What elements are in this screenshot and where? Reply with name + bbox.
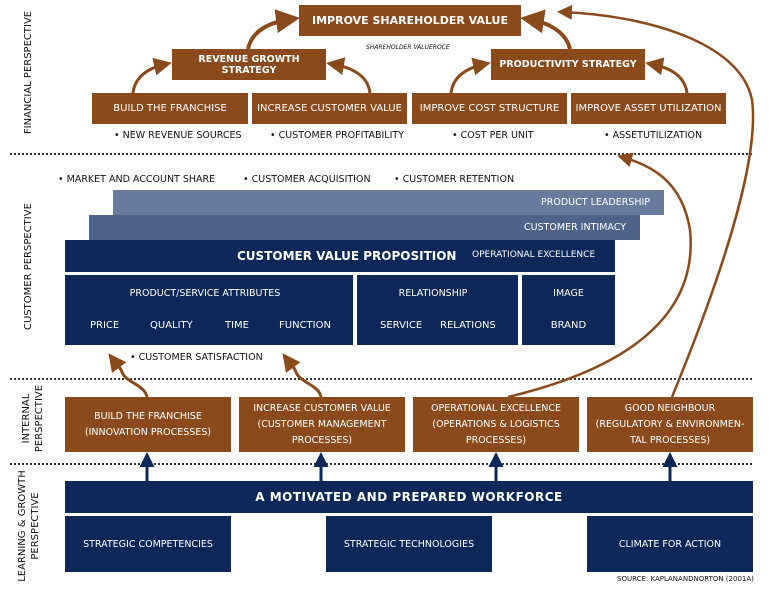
arrow-increase-to-customer: [282, 353, 323, 398]
product-leadership-label: PRODUCT LEADERSHIP: [541, 197, 650, 208]
fin-improve-cost-structure-box: IMPROVE COST STRUCTURE: [412, 93, 567, 124]
product-service-attributes-box: PRODUCT/SERVICE ATTRIBUTES PRICE QUALITY…: [65, 275, 353, 345]
internal-good-neighbour-box: GOOD NEIGHBOUR (REGULATORY & ENVIRONMEN-…: [587, 397, 753, 452]
internal-box-4-line1: GOOD NEIGHBOUR: [624, 402, 716, 414]
attribute-function: FUNCTION: [279, 320, 331, 331]
internal-box-1-line2: (INNOVATION PROCESSES): [84, 426, 212, 438]
shareholder-value-note: SHAREHOLDER VALUEROCE: [366, 44, 450, 51]
bullet-asset-utilization: • ASSETUTILIZATION: [604, 130, 703, 141]
separator-financial-customer: [10, 153, 752, 155]
image-brand: BRAND: [550, 320, 587, 331]
image-box: IMAGE BRAND: [522, 275, 615, 345]
relationship-box: RELATIONSHIP SERVICE RELATIONS: [357, 275, 518, 345]
internal-build-franchise-box: BUILD THE FRANCHISE (INNOVATION PROCESSE…: [65, 397, 231, 452]
arrow-cost-to-productivity: [449, 57, 491, 94]
customer-value-proposition-bar: CUSTOMER VALUE PROPOSITION OPERATIONAL E…: [65, 240, 615, 272]
internal-box-4-line3: TAL PROCESSES): [629, 434, 711, 446]
arrow-neighbour-to-shareholder: [557, 4, 755, 398]
motivated-workforce-bar: A MOTIVATED AND PREPARED WORKFORCE: [65, 481, 753, 513]
relationship-relations: RELATIONS: [440, 320, 496, 331]
revenue-growth-strategy-box: REVENUE GROWTH STRATEGY: [172, 49, 326, 80]
improve-shareholder-value-box: IMPROVE SHAREHOLDER VALUE: [299, 5, 521, 36]
fin-build-franchise-box: BUILD THE FRANCHISE: [92, 93, 248, 124]
separator-internal-learning: [10, 463, 752, 465]
internal-box-2-line2: (CUSTOMER MANAGEMENT: [257, 418, 387, 430]
internal-box-1-line1: BUILD THE FRANCHISE: [94, 410, 202, 422]
arrow-build-to-revenue: [131, 57, 172, 94]
arrow-productivity-to-shareholder: [520, 9, 572, 50]
operational-excellence-label: OPERATIONAL EXCELLENCE: [472, 250, 596, 260]
strategic-technologies-box: STRATEGIC TECHNOLOGIES: [326, 516, 492, 572]
bullet-customer-retention: • CUSTOMER RETENTION: [394, 174, 515, 185]
internal-box-3-line2: (OPERATIONS & LOGISTICS: [432, 418, 560, 430]
internal-box-2-line1: INCREASE CUSTOMER VALUE: [253, 402, 391, 414]
fin-improve-asset-utilization-box: IMPROVE ASSET UTILIZATION: [571, 93, 726, 124]
bullet-market-account-share: • MARKET AND ACCOUNT SHARE: [58, 174, 216, 185]
relationship-service: SERVICE: [380, 320, 423, 331]
climate-for-action-box: CLIMATE FOR ACTION: [587, 516, 753, 572]
customer-intimacy-label: CUSTOMER INTIMACY: [523, 222, 626, 233]
attribute-time: TIME: [225, 320, 250, 331]
internal-box-4-line2: (REGULATORY & ENVIRONMEN-: [595, 418, 745, 430]
internal-operational-excellence-box: OPERATIONAL EXCELLENCE (OPERATIONS & LOG…: [413, 397, 579, 452]
internal-increase-customer-value-box: INCREASE CUSTOMER VALUE (CUSTOMER MANAGE…: [239, 397, 405, 452]
source-citation: SOURCE: KAPLANANDNORTON (2001A): [617, 575, 754, 583]
bullet-customer-satisfaction: • CUSTOMER SATISFACTION: [130, 352, 263, 363]
attribute-price: PRICE: [90, 320, 120, 331]
arrow-revenue-to-shareholder: [246, 9, 300, 50]
arrow-opex-to-financial: [507, 152, 692, 399]
internal-box-3-line3: PROCESSES): [465, 434, 527, 446]
strategic-competencies-box: STRATEGIC COMPETENCIES: [65, 516, 231, 572]
fin-increase-customer-value-box: INCREASE CUSTOMER VALUE: [252, 93, 407, 124]
internal-box-3-line1: OPERATIONAL EXCELLENCE: [431, 402, 561, 414]
bullet-cost-per-unit: • COST PER UNIT: [452, 130, 534, 141]
bullet-customer-profitability: • CUSTOMER PROFITABILITY: [270, 130, 404, 141]
attribute-quality: QUALITY: [150, 320, 193, 331]
cvp-label: CUSTOMER VALUE PROPOSITION: [237, 249, 457, 263]
separator-customer-internal: [10, 378, 752, 380]
arrow-build-to-customer: [108, 353, 149, 398]
bullet-customer-acquisition: • CUSTOMER ACQUISITION: [243, 174, 371, 185]
bullet-new-revenue-sources: • NEW REVENUE SOURCES: [114, 130, 242, 141]
productivity-strategy-box: PRODUCTIVITY STRATEGY: [491, 49, 645, 80]
customer-intimacy-bar: CUSTOMER INTIMACY: [89, 215, 640, 240]
arrow-customer-value-to-revenue: [326, 57, 372, 94]
internal-box-2-line3: PROCESSES): [291, 434, 353, 446]
product-leadership-bar: PRODUCT LEADERSHIP: [113, 190, 664, 215]
relationship-title: RELATIONSHIP: [398, 288, 468, 299]
arrow-asset-to-productivity: [645, 57, 689, 94]
attributes-title: PRODUCT/SERVICE ATTRIBUTES: [129, 288, 281, 299]
image-title: IMAGE: [553, 288, 584, 299]
